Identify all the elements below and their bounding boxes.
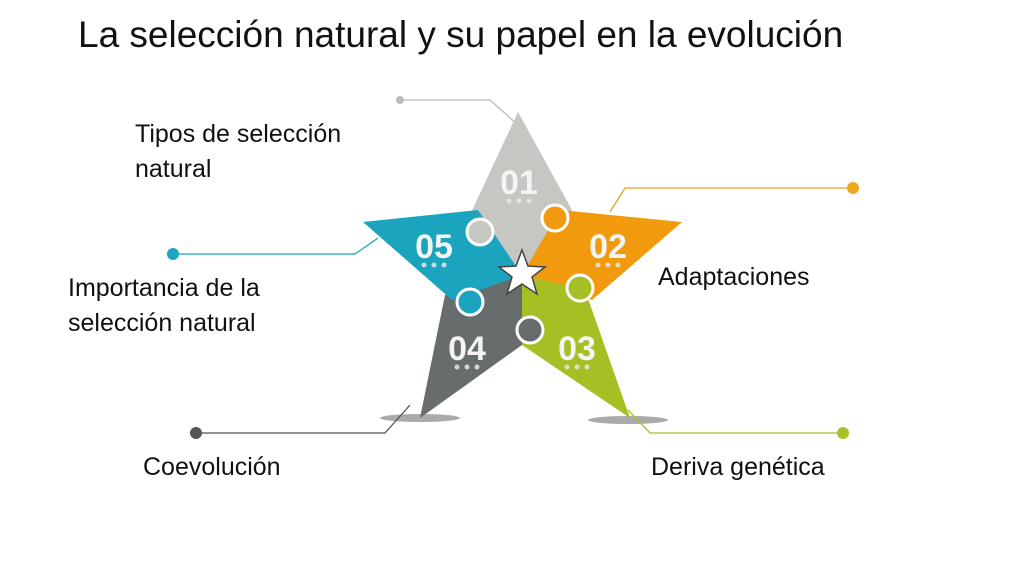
number-02: 02 [589, 228, 627, 266]
dot-decorations [421, 198, 621, 370]
label-05-line1: Importancia de la [68, 274, 260, 302]
puzzle-tab [515, 315, 545, 345]
label-03: Deriva genética [651, 453, 825, 481]
label-04: Coevolución [143, 453, 281, 481]
connector-05 [173, 237, 379, 255]
piece-04 [420, 275, 522, 418]
label-02: Adaptaciones [658, 263, 810, 291]
dot-01 [396, 96, 404, 104]
label-05: Importancia de la selección natural [68, 271, 260, 341]
number-01: 01 [500, 164, 538, 202]
label-05-line2: selección natural [68, 309, 256, 337]
center-star-icon [496, 247, 548, 296]
page-title: La selección natural y su papel en la ev… [78, 14, 844, 55]
shadow [588, 416, 668, 424]
puzzle-tab [465, 217, 495, 247]
label-01: Tipos de selección natural [135, 117, 341, 187]
connector-01 [400, 99, 519, 126]
puzzle-tab [455, 287, 485, 317]
number-04: 04 [448, 330, 486, 368]
number-05: 05 [415, 228, 453, 266]
label-01-line1: Tipos de selección [135, 120, 342, 148]
number-03: 03 [558, 330, 596, 368]
connector-02 [609, 187, 853, 213]
dot-02 [847, 182, 859, 194]
connector-04 [196, 404, 411, 434]
piece-02 [522, 210, 682, 300]
dot-05 [167, 248, 179, 260]
label-01-line2: natural [135, 155, 212, 183]
puzzle-tab [540, 203, 570, 233]
piece-03 [522, 275, 630, 418]
dot-03 [837, 427, 849, 439]
connector-03 [627, 409, 843, 434]
dot-04 [190, 427, 202, 439]
puzzle-tab [565, 273, 595, 303]
